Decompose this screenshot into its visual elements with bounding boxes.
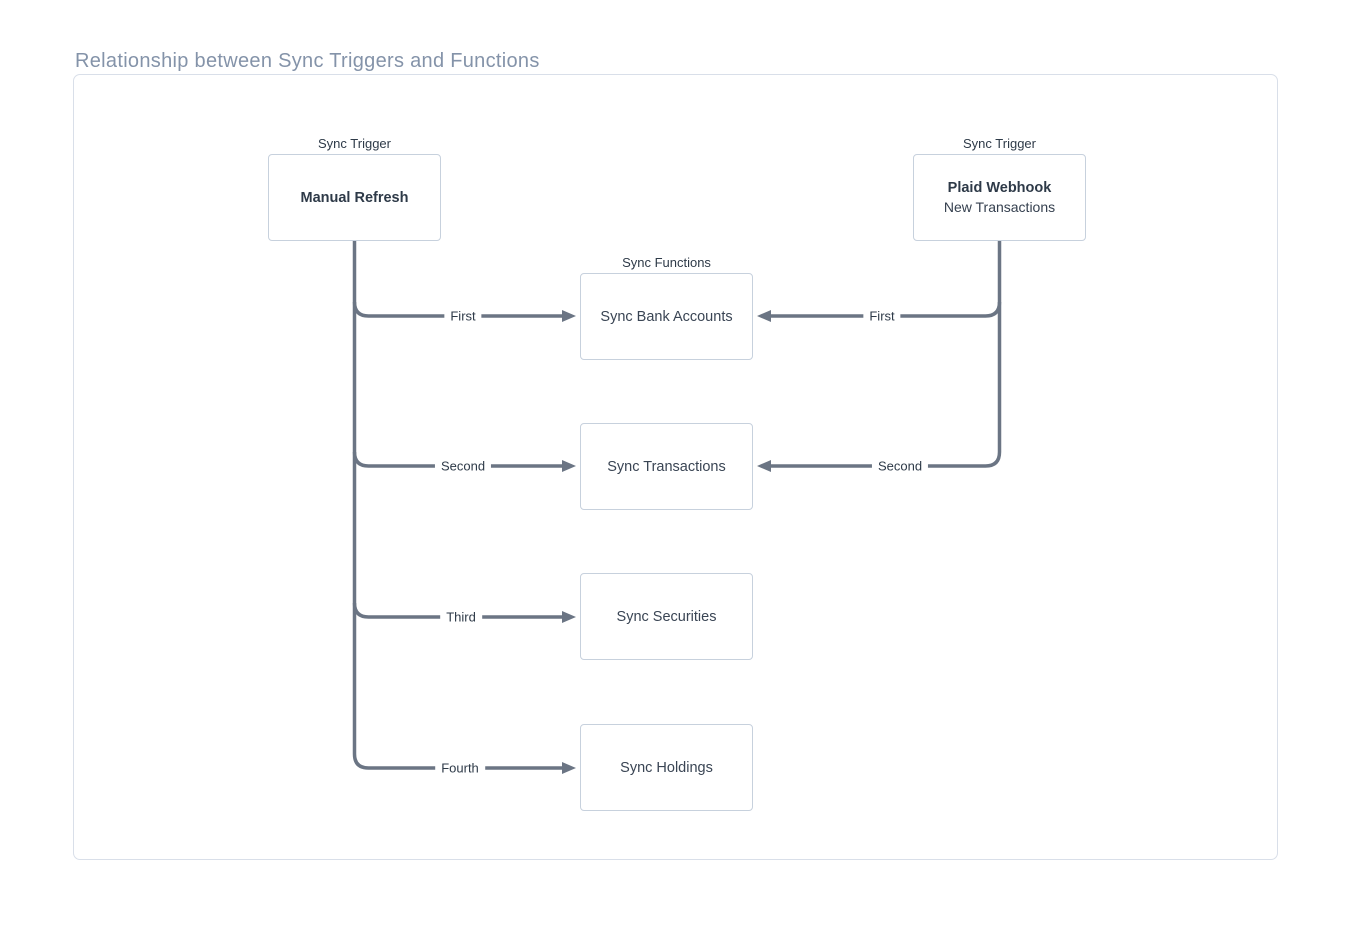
node-plaid-webhook: Plaid Webhook New Transactions — [913, 154, 1086, 241]
page-title: Relationship between Sync Triggers and F… — [75, 50, 540, 72]
edge-manual-third — [352, 602, 563, 619]
edge-plaid-first — [770, 301, 1002, 318]
sync-trigger-label-right: Sync Trigger — [963, 136, 1036, 151]
edge-label-manual-third: Third — [440, 609, 482, 625]
node-sync-securities: Sync Securities — [580, 573, 753, 660]
arrowhead-right-icon — [562, 611, 576, 623]
arrowhead-left-icon — [757, 310, 771, 322]
connector-lines — [352, 241, 1002, 774]
edge-manual-second — [352, 451, 563, 468]
arrowhead-right-icon — [562, 310, 576, 322]
edge-plaid-trunk-second — [770, 241, 1002, 468]
node-sync-transactions: Sync Transactions — [580, 423, 753, 510]
node-sync-holdings: Sync Holdings — [580, 724, 753, 811]
node-label: Sync Holdings — [620, 759, 713, 776]
arrowhead-right-icon — [562, 460, 576, 472]
edge-label-plaid-second: Second — [871, 458, 929, 474]
sync-trigger-label-left: Sync Trigger — [318, 136, 391, 151]
node-label: Sync Bank Accounts — [600, 308, 733, 325]
node-label: Sync Securities — [616, 608, 717, 625]
edge-manual-first — [352, 301, 563, 318]
edge-label-manual-second: Second — [434, 458, 492, 474]
node-title: Plaid Webhook — [947, 180, 1052, 196]
edge-label-manual-fourth: Fourth — [435, 760, 485, 776]
node-manual-refresh: Manual Refresh — [268, 154, 441, 241]
sync-functions-label: Sync Functions — [622, 255, 711, 270]
edge-label-manual-first: First — [444, 308, 482, 324]
edge-manual-trunk-fourth — [352, 241, 563, 770]
diagram-panel: Sync Trigger Sync Trigger Sync Functions… — [73, 74, 1278, 860]
node-subtitle: New Transactions — [943, 199, 1056, 215]
arrowhead-left-icon — [757, 460, 771, 472]
node-label: Sync Transactions — [607, 458, 726, 475]
arrowhead-right-icon — [562, 762, 576, 774]
node-sync-bank-accounts: Sync Bank Accounts — [580, 273, 753, 360]
node-title: Manual Refresh — [300, 189, 409, 206]
edge-label-plaid-first: First — [863, 308, 901, 324]
